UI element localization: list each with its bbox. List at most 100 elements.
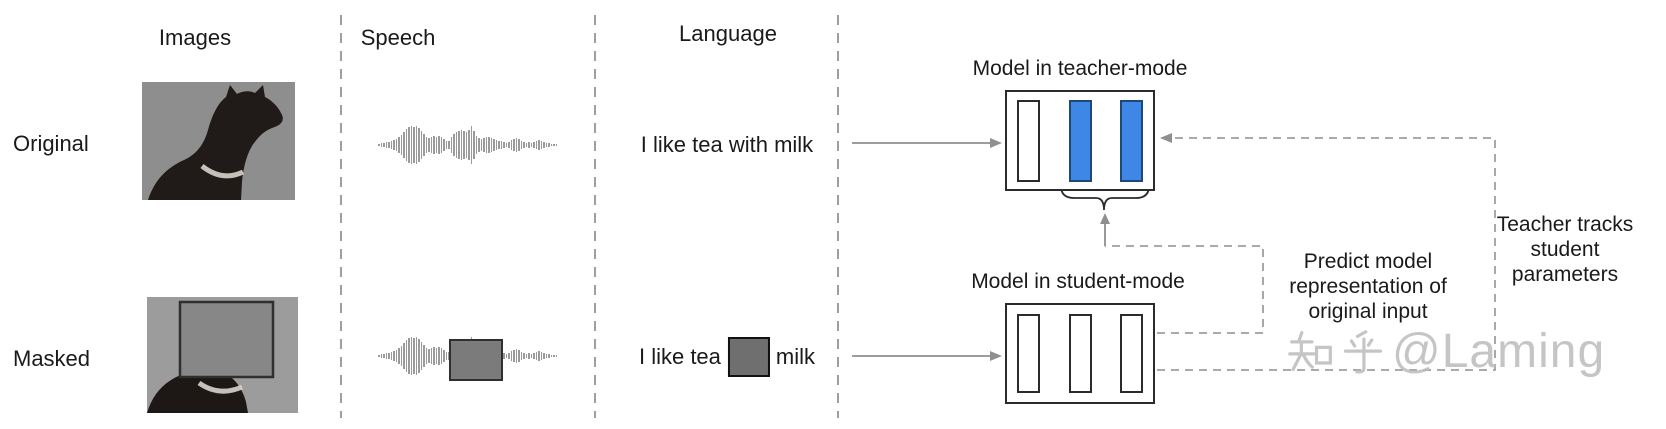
waveform-bar bbox=[553, 144, 555, 146]
waveform-bar bbox=[545, 143, 547, 147]
waveform-bar bbox=[440, 348, 442, 364]
waveform-bar bbox=[545, 354, 547, 358]
waveform-bar bbox=[458, 131, 460, 159]
waveform-bar bbox=[400, 346, 402, 366]
representation-bar-outline bbox=[1017, 314, 1040, 393]
waveform-bar bbox=[428, 349, 430, 363]
waveform-bar bbox=[513, 139, 515, 151]
waveform-bar bbox=[488, 137, 490, 153]
waveform-bar bbox=[390, 141, 392, 149]
waveform-bar bbox=[528, 142, 530, 148]
waveform-bar bbox=[405, 129, 407, 161]
waveform-bar bbox=[465, 132, 467, 158]
waveform-bar bbox=[378, 144, 380, 146]
waveform-bar bbox=[388, 142, 390, 148]
waveform-bar bbox=[440, 137, 442, 153]
language-mask-patch bbox=[727, 337, 770, 377]
waveform-bar bbox=[428, 138, 430, 152]
dog-image-original bbox=[142, 82, 295, 200]
representation-bar-outline bbox=[1120, 314, 1143, 393]
waveform-bar bbox=[550, 355, 552, 357]
waveform-bar bbox=[408, 127, 410, 163]
waveform-bar bbox=[430, 348, 432, 364]
waveform-bar bbox=[483, 138, 485, 152]
waveform-bar bbox=[405, 340, 407, 372]
waveform-bar bbox=[413, 127, 415, 163]
row-label-original: Original bbox=[13, 131, 89, 156]
waveform-bar bbox=[480, 139, 482, 151]
language-original-sentence: I like tea with milk bbox=[640, 132, 814, 157]
waveform-bar bbox=[425, 137, 427, 153]
waveform-bar bbox=[520, 141, 522, 149]
waveform-bar bbox=[423, 345, 425, 367]
language-masked-sentence: I like tea milk bbox=[639, 337, 815, 377]
waveform-bar bbox=[393, 140, 395, 150]
waveform-bar bbox=[530, 143, 532, 147]
column-header-language: Language bbox=[679, 21, 777, 46]
waveform-bar bbox=[410, 126, 412, 164]
representation-bar-outline bbox=[1068, 314, 1092, 393]
waveform-bar bbox=[445, 141, 447, 149]
language-masked-suffix: milk bbox=[775, 344, 816, 369]
waveform-bar bbox=[490, 138, 492, 152]
waveform-bar bbox=[433, 347, 435, 365]
waveform-bar bbox=[470, 126, 472, 164]
waveform-bar bbox=[380, 143, 382, 147]
dog-collar bbox=[200, 163, 245, 179]
waveform-bar bbox=[495, 140, 497, 150]
waveform-bar bbox=[398, 348, 400, 364]
waveform-bar bbox=[525, 143, 527, 147]
waveform-bar bbox=[515, 138, 517, 152]
arrowhead-original-to-teacher bbox=[990, 138, 1002, 148]
waveform-bar bbox=[540, 141, 542, 149]
watermark-handle: @Laming bbox=[1392, 325, 1606, 378]
speech-mask-patch bbox=[449, 339, 503, 381]
representation-bar-filled bbox=[1120, 99, 1143, 182]
waveform-bar bbox=[535, 352, 537, 360]
waveform-bar bbox=[425, 348, 427, 364]
column-header-speech: Speech bbox=[360, 25, 436, 50]
waveform-bar bbox=[380, 354, 382, 358]
teacher-tracks-label: Teacher tracks student parameters bbox=[1496, 213, 1634, 286]
waveform-bar bbox=[388, 353, 390, 359]
watermark: @Laming bbox=[1288, 324, 1605, 379]
waveform-bar bbox=[520, 352, 522, 360]
student-model-title: Model in student-mode bbox=[971, 270, 1185, 293]
waveform-bar bbox=[543, 353, 545, 359]
waveform-bar bbox=[555, 355, 557, 357]
waveform-bar bbox=[510, 351, 512, 361]
waveform-bar bbox=[410, 337, 412, 375]
waveform-bar bbox=[513, 350, 515, 362]
waveform-bar bbox=[503, 142, 505, 148]
column-header-images: Images bbox=[158, 25, 232, 50]
waveform-bar bbox=[398, 137, 400, 153]
waveform-bar bbox=[515, 349, 517, 363]
waveform-bar bbox=[473, 131, 475, 159]
waveform-bar bbox=[385, 142, 387, 148]
waveform-bar bbox=[408, 338, 410, 374]
waveform-bar bbox=[478, 138, 480, 152]
waveform-bar bbox=[418, 339, 420, 373]
waveform-bar bbox=[443, 350, 445, 362]
speech-waveform-original bbox=[378, 123, 558, 167]
waveform-bar bbox=[438, 347, 440, 365]
waveform-bar bbox=[540, 352, 542, 360]
waveform-bar bbox=[523, 353, 525, 359]
dog-silhouette bbox=[148, 85, 283, 200]
waveform-bar bbox=[390, 352, 392, 360]
teacher-model-box bbox=[1005, 90, 1155, 191]
waveform-bar bbox=[415, 337, 417, 375]
waveform-bar bbox=[415, 126, 417, 164]
waveform-bar bbox=[508, 142, 510, 148]
waveform-bar bbox=[500, 141, 502, 149]
waveform-bar bbox=[493, 139, 495, 151]
waveform-bar bbox=[418, 128, 420, 162]
row-label-masked: Masked bbox=[13, 346, 91, 371]
waveform-bar bbox=[528, 353, 530, 359]
waveform-bar bbox=[430, 137, 432, 153]
speech-waveform-masked bbox=[378, 334, 558, 381]
waveform-bar bbox=[378, 355, 380, 357]
waveform-bar bbox=[475, 136, 477, 154]
arrowhead-predict-up bbox=[1100, 213, 1110, 224]
waveform-bar bbox=[393, 351, 395, 361]
